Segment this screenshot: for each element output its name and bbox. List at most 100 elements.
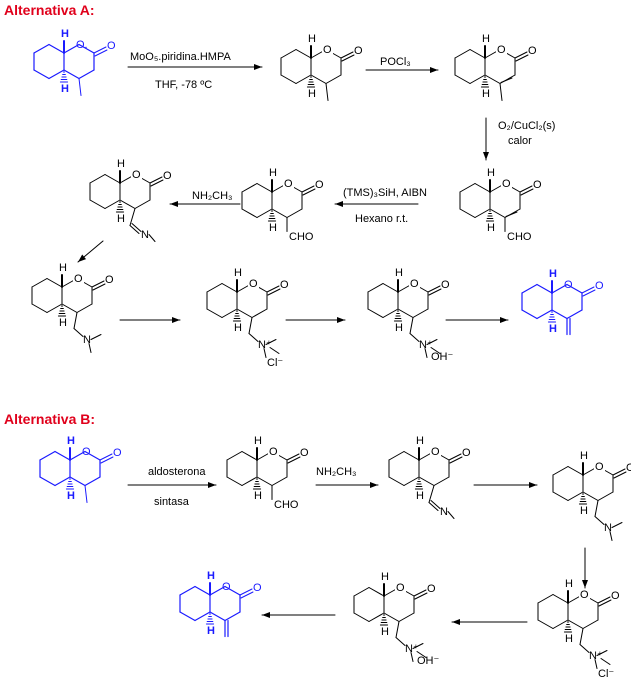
b-start <box>39 447 114 503</box>
arrow-a8 <box>285 317 346 323</box>
a-aldehyde-h-bottom: H <box>269 222 277 234</box>
a-hydroxy-lactone-h-top: H <box>308 33 316 45</box>
arrow-b1 <box>127 482 217 488</box>
b-product-h-top: H <box>207 570 215 582</box>
a-unsat-lactone-h-top: H <box>482 33 490 45</box>
a-enal-cho: CHO <box>507 230 532 243</box>
b-amine-h-bottom: H <box>580 505 588 517</box>
a-imine-ring-o: O <box>131 168 142 181</box>
a-imine-carbonyl-o: O <box>163 170 172 182</box>
a-enal <box>459 179 534 232</box>
a-amine-ring-o: O <box>73 272 84 285</box>
a-amine-carbonyl-o: O <box>105 274 114 286</box>
b-start-ring-o: O <box>82 445 91 458</box>
a-ammonium-oh-carbonyl-o: O <box>441 279 450 291</box>
a-start <box>33 40 108 96</box>
b-ammonium-oh-nplus: N⁺ <box>405 642 419 655</box>
b-imine-n: N <box>440 505 448 518</box>
a-enal-carbonyl-o: O <box>533 179 542 191</box>
b-amine-ring-o: O <box>594 460 605 473</box>
arrow-a5 <box>169 201 241 207</box>
b-ammonium-oh-h-bottom: H <box>381 626 389 638</box>
b-amine <box>552 462 627 541</box>
a-unsat-lactone-h-bottom: H <box>482 88 490 100</box>
arrow-b5 <box>451 619 528 625</box>
a-product <box>521 280 596 336</box>
arrow-b6 <box>261 612 336 618</box>
b-step2-reagent: NH₂CH₃ <box>316 466 357 478</box>
b-aldehyde-cho: CHO <box>274 498 299 511</box>
b-ammonium-cl <box>537 590 612 669</box>
a-ammonium-oh-ring-o: O <box>409 277 420 290</box>
arrow-b4 <box>582 547 588 589</box>
b-step1-reagent: aldosterona <box>148 466 206 478</box>
b-aldehyde-ring-o: O <box>268 445 279 458</box>
a-product-h-top: H <box>549 268 557 280</box>
b-step1-conditions: sintasa <box>154 496 189 508</box>
b-imine-h-top: H <box>416 435 424 447</box>
b-amine-h-top: H <box>580 450 588 462</box>
a-unsat-lactone-carbonyl-o: O <box>528 45 537 57</box>
b-ammonium-cl-h-top: H <box>565 578 573 590</box>
b-product-h-bottom: H <box>207 625 215 637</box>
b-imine-h-bottom: H <box>416 490 424 502</box>
a-ammonium-cl-h-bottom: H <box>234 322 242 334</box>
b-ammonium-cl-cl: Cl⁻ <box>598 667 615 680</box>
a-hydroxy-lactone <box>280 45 355 101</box>
a-enal-h-bottom: H <box>487 222 495 234</box>
b-amine-n: N <box>604 521 612 534</box>
a-ammonium-oh-nplus: N⁺ <box>419 338 433 351</box>
b-amine-carbonyl-o: O <box>626 462 631 474</box>
arrow-a2 <box>365 67 439 73</box>
arrow-b3 <box>473 482 538 488</box>
a-enal-h-top: H <box>487 167 495 179</box>
b-ammonium-oh-ohminus: OH⁻ <box>417 654 440 667</box>
a-unsat-lactone <box>454 45 529 101</box>
a-hydroxy-lactone-h-bottom: H <box>308 88 316 100</box>
a-step4-conditions: Hexano r.t. <box>355 213 409 225</box>
b-imine-carbonyl-o: O <box>462 447 471 459</box>
a-step3-reagent: O₂/CuCl₂(s) <box>498 120 556 132</box>
a-aldehyde-h-top: H <box>269 167 277 179</box>
b-imine-ring-o: O <box>430 445 441 458</box>
b-aldehyde <box>226 447 301 500</box>
arrow-b2 <box>315 482 379 488</box>
a-imine-h-bottom: H <box>117 213 125 225</box>
a-ammonium-oh-h-top: H <box>395 267 403 279</box>
b-ammonium-oh-ring-o: O <box>395 581 406 594</box>
a-step5-reagent: NH₂CH₃ <box>192 190 233 202</box>
a-hydroxy-lactone-ring-o: O <box>322 43 333 56</box>
a-step4-reagent: (TMS)₃SiH, AIBN <box>343 187 427 199</box>
b-aldehyde-carbonyl-o: O <box>300 447 309 459</box>
a-ammonium-oh-ohminus: OH⁻ <box>431 350 454 363</box>
a-product-carbonyl-o: O <box>595 280 604 292</box>
a-amine-h-bottom: H <box>59 317 67 329</box>
a-ammonium-cl-h-top: H <box>234 267 242 279</box>
a-amine <box>31 274 106 353</box>
a-hydroxy-lactone-carbonyl-o: O <box>354 45 363 57</box>
a-step2-reagent: POCl₃ <box>380 56 411 68</box>
a-step1-conditions: THF, -78 ºC <box>155 79 213 91</box>
a-aldehyde <box>241 179 316 232</box>
a-product-h-bottom: H <box>549 323 557 335</box>
a-amine-n: N <box>83 333 91 346</box>
arrow-a6 <box>77 240 104 263</box>
b-start-h-top: H <box>67 435 75 447</box>
b-imine <box>388 447 463 519</box>
a-product-ring-o: O <box>564 278 573 291</box>
a-imine <box>89 170 164 242</box>
arrow-a9 <box>445 317 509 323</box>
a-ammonium-cl <box>206 279 281 358</box>
b-ammonium-oh <box>353 583 428 662</box>
a-ammonium-cl-carbonyl-o: O <box>280 279 289 291</box>
b-ammonium-cl-h-bottom: H <box>565 633 573 645</box>
a-start-h-top: H <box>61 28 69 40</box>
a-enal-ring-o: O <box>501 177 512 190</box>
a-unsat-lactone-ring-o: O <box>496 43 507 56</box>
a-imine-h-top: H <box>117 158 125 170</box>
a-ammonium-oh <box>367 279 442 358</box>
a-imine-n: N <box>141 228 149 241</box>
a-step3-conditions: calor <box>508 135 532 147</box>
